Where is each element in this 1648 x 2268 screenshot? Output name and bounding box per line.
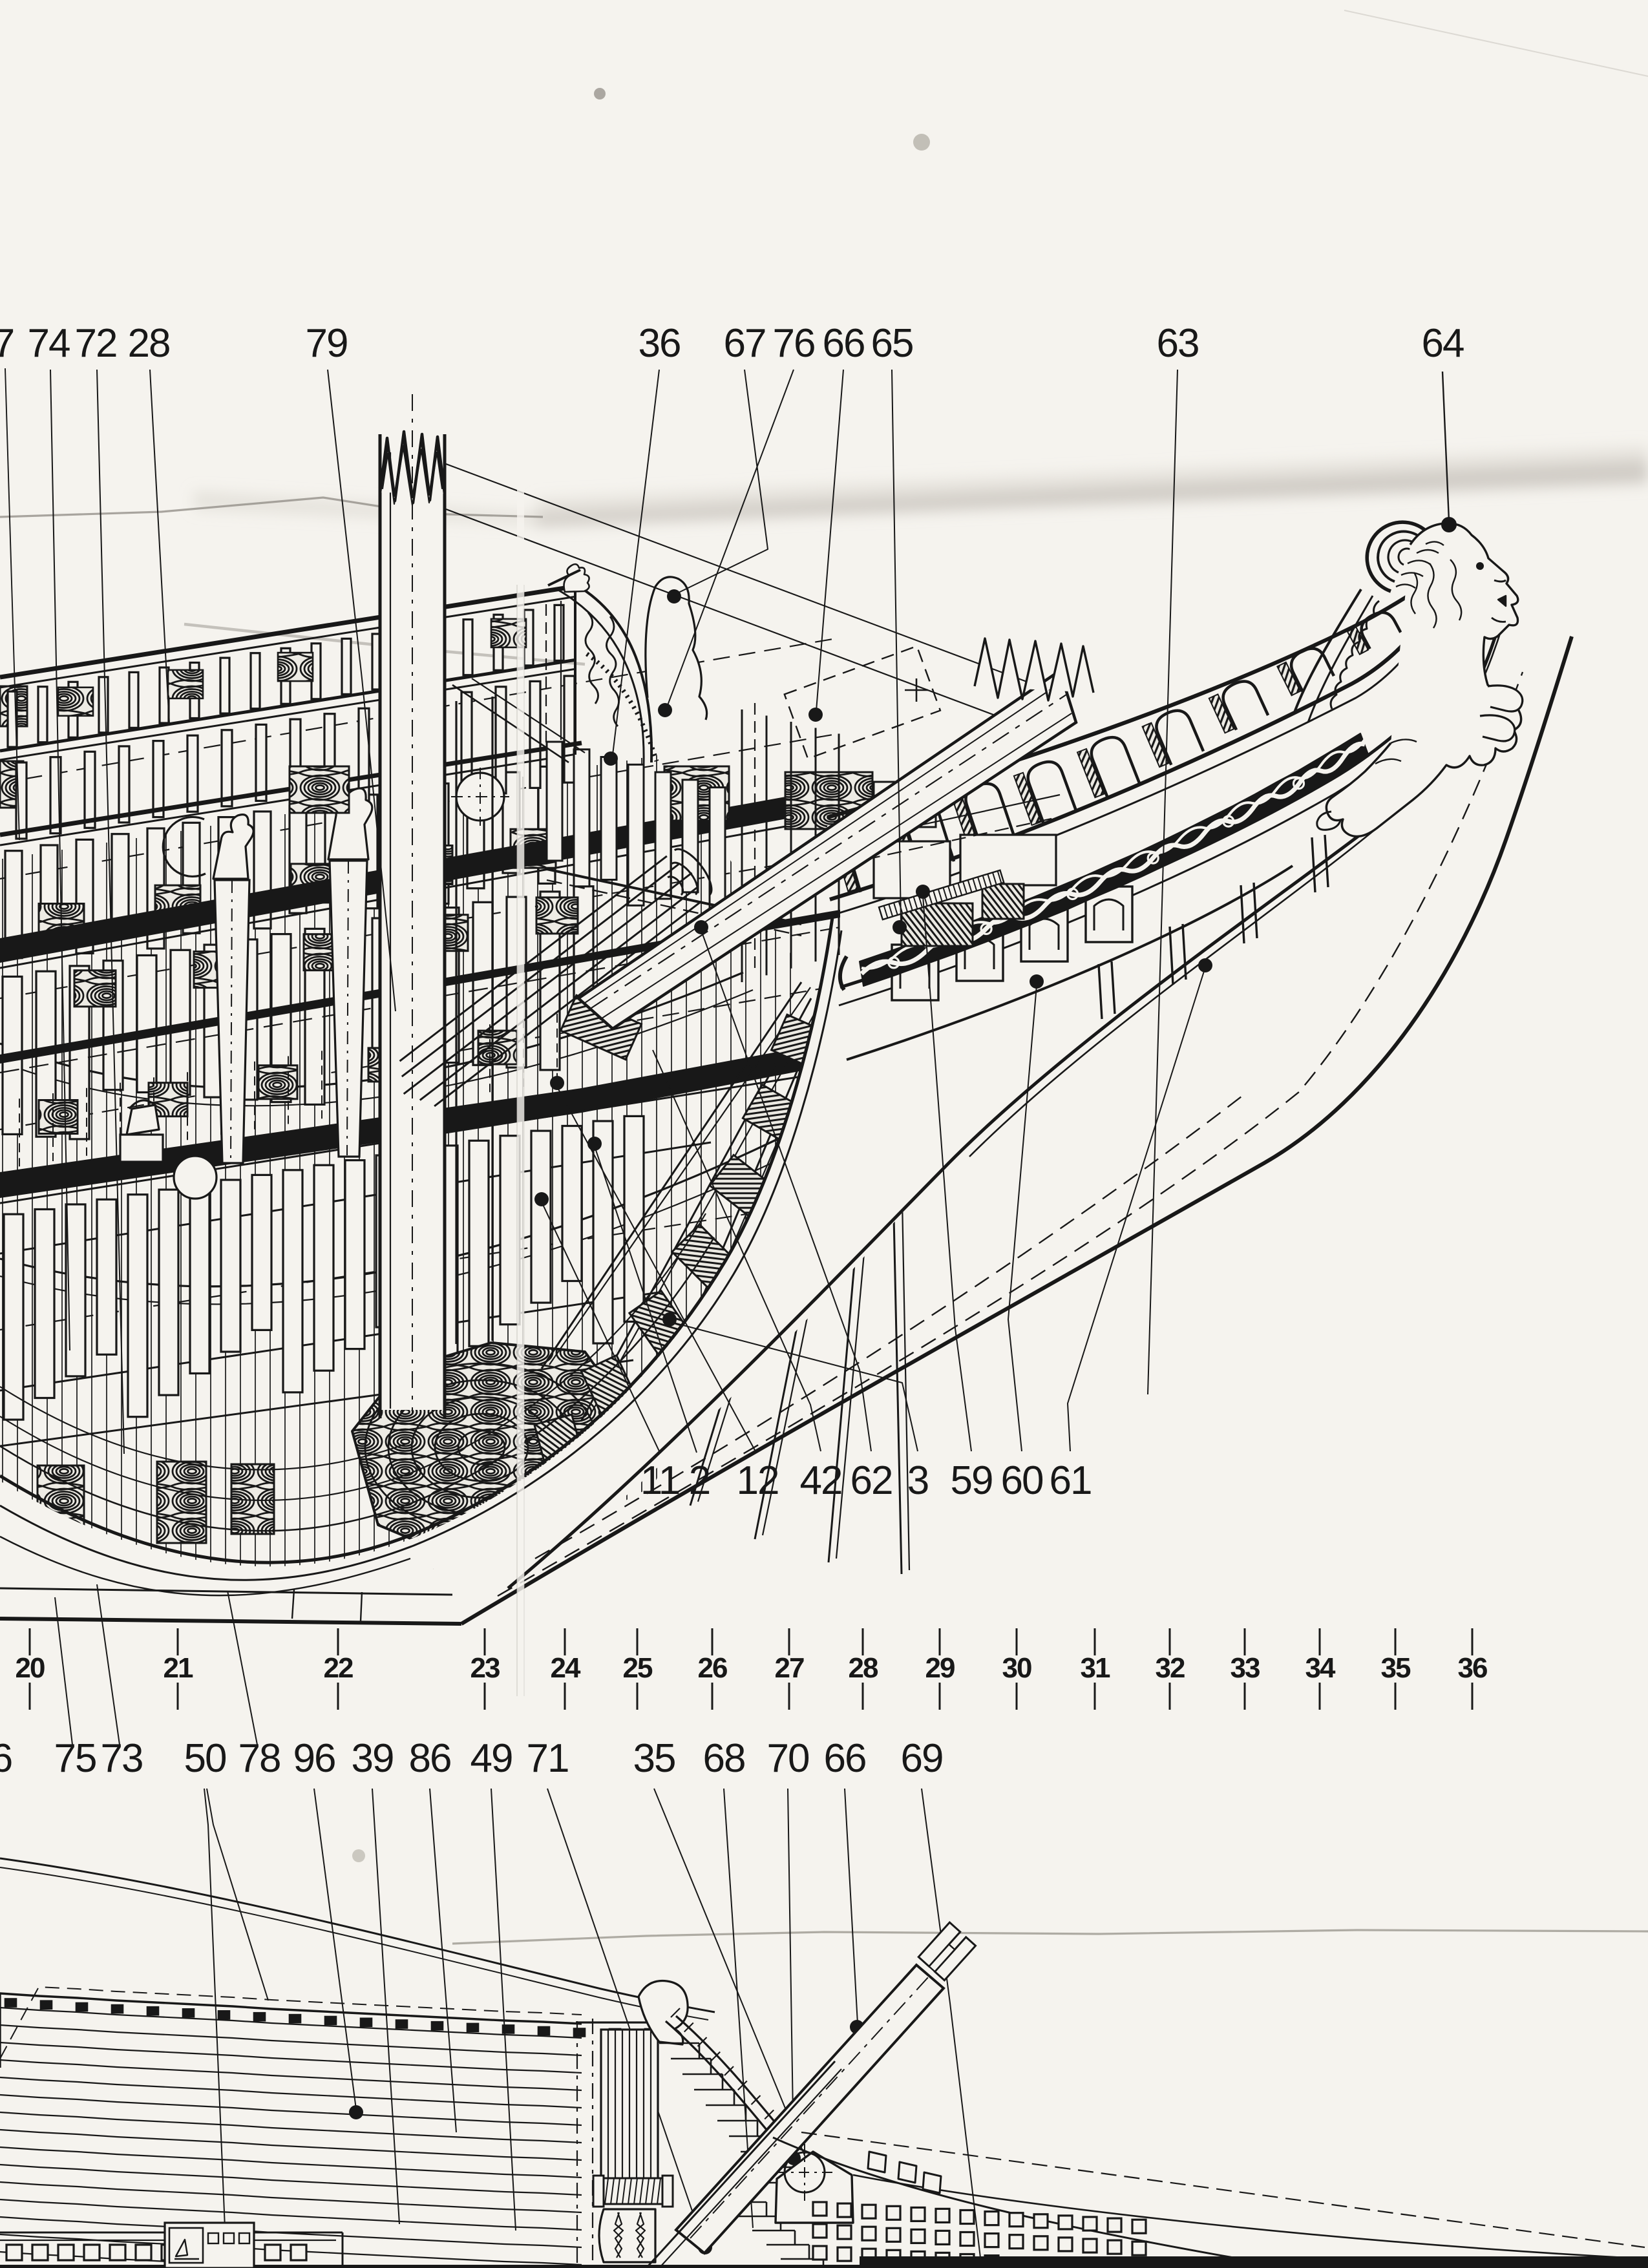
svg-text:69: 69	[901, 1736, 943, 1781]
svg-text:60: 60	[1001, 1458, 1043, 1503]
svg-text:28: 28	[128, 321, 170, 366]
svg-text:6: 6	[0, 1736, 12, 1781]
svg-text:61: 61	[1050, 1458, 1092, 1503]
svg-text:67: 67	[724, 321, 766, 366]
svg-text:28: 28	[849, 1652, 878, 1684]
svg-text:66: 66	[824, 1736, 866, 1781]
svg-text:86: 86	[409, 1736, 451, 1781]
svg-text:73: 73	[101, 1736, 143, 1781]
svg-text:42: 42	[800, 1458, 842, 1503]
svg-text:39: 39	[352, 1736, 394, 1781]
svg-text:64: 64	[1422, 321, 1464, 366]
svg-text:74: 74	[28, 321, 70, 366]
svg-text:78: 78	[238, 1736, 280, 1781]
svg-text:26: 26	[698, 1652, 727, 1684]
svg-text:96: 96	[293, 1736, 335, 1781]
svg-text:65: 65	[871, 321, 913, 366]
svg-text:79: 79	[306, 321, 348, 366]
svg-text:11: 11	[640, 1458, 679, 1503]
svg-text:20: 20	[16, 1652, 45, 1684]
svg-text:75: 75	[54, 1736, 96, 1781]
svg-text:25: 25	[623, 1652, 653, 1684]
svg-text:7: 7	[0, 321, 14, 366]
svg-text:21: 21	[164, 1652, 193, 1684]
svg-text:35: 35	[633, 1736, 675, 1781]
svg-text:22: 22	[324, 1652, 353, 1684]
svg-text:70: 70	[767, 1736, 809, 1781]
svg-text:23: 23	[470, 1652, 500, 1684]
svg-text:50: 50	[184, 1736, 226, 1781]
svg-text:62: 62	[850, 1458, 893, 1503]
svg-text:30: 30	[1002, 1652, 1031, 1684]
svg-text:68: 68	[703, 1736, 745, 1781]
svg-text:24: 24	[551, 1652, 581, 1684]
svg-text:34: 34	[1305, 1652, 1336, 1684]
svg-text:49: 49	[470, 1736, 512, 1781]
svg-text:66: 66	[823, 321, 865, 366]
svg-text:32: 32	[1156, 1652, 1185, 1684]
svg-text:59: 59	[951, 1458, 993, 1503]
svg-text:12: 12	[737, 1458, 779, 1503]
svg-text:35: 35	[1381, 1652, 1411, 1684]
svg-text:63: 63	[1157, 321, 1199, 366]
svg-text:76: 76	[773, 321, 815, 366]
svg-text:36: 36	[639, 321, 681, 366]
svg-text:71: 71	[527, 1736, 569, 1781]
svg-text:31: 31	[1081, 1652, 1110, 1684]
svg-text:33: 33	[1231, 1652, 1260, 1684]
svg-text:29: 29	[925, 1652, 955, 1684]
svg-text:72: 72	[75, 321, 117, 366]
svg-text:36: 36	[1458, 1652, 1487, 1684]
svg-text:3: 3	[907, 1458, 928, 1503]
svg-text:27: 27	[775, 1652, 804, 1684]
svg-text:2: 2	[689, 1458, 710, 1503]
